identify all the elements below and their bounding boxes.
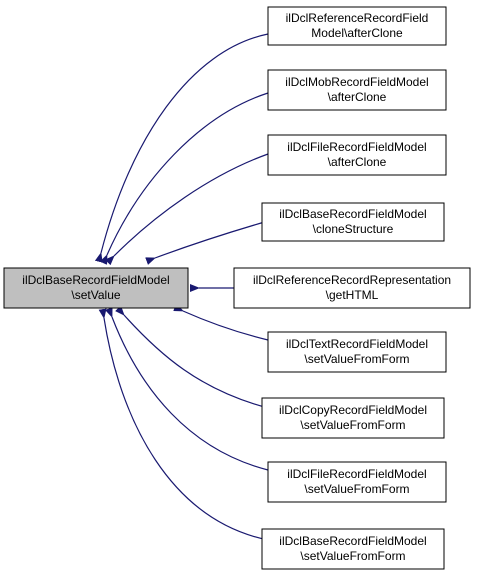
- root-node-setvalue[interactable]: ilDclBaseRecordFieldModel \setValue: [3, 267, 189, 309]
- edge-setvaluefromform-file: [105, 307, 269, 471]
- node-label-line2: \afterClone: [328, 155, 387, 169]
- node-file-afterclone[interactable]: ilDclFileRecordFieldModel \afterClone: [267, 134, 447, 176]
- edge-setvaluefromform-text: [173, 303, 269, 341]
- node-label-line2: \getHTML: [326, 288, 379, 302]
- edge-afterclone-file: [104, 153, 269, 266]
- node-label-line1: ilDclReferenceRecordRepresentation: [253, 273, 451, 287]
- edge-clonestructure: [145, 220, 269, 265]
- node-label-line1: ilDclFileRecordFieldModel: [287, 140, 426, 154]
- node-base-clonestructure[interactable]: ilDclBaseRecordFieldModel \cloneStructur…: [261, 202, 445, 242]
- node-label-line2: \afterClone: [328, 90, 387, 104]
- node-label-line1: ilDclBaseRecordFieldModel: [279, 534, 426, 548]
- node-label-line2: \cloneStructure: [313, 222, 394, 236]
- node-label-line1: ilDclBaseRecordFieldModel: [279, 207, 426, 221]
- node-mob-afterclone[interactable]: ilDclMobRecordFieldModel \afterClone: [267, 69, 447, 111]
- node-reference-afterclone[interactable]: ilDclReferenceRecordField Model\afterClo…: [267, 6, 447, 46]
- node-label-line1: ilDclMobRecordFieldModel: [285, 75, 428, 89]
- node-copy-setvaluefromform[interactable]: ilDclCopyRecordFieldModel \setValueFromF…: [261, 397, 445, 439]
- node-label-line2: Model\afterClone: [311, 26, 403, 40]
- edge-afterclone-reference: [94, 33, 269, 263]
- root-node-label-line1: ilDclBaseRecordFieldModel: [22, 273, 169, 287]
- node-label-line1: ilDclReferenceRecordField: [286, 11, 429, 25]
- node-label-line1: ilDclFileRecordFieldModel: [287, 467, 426, 481]
- node-label-line2: \setValueFromForm: [300, 549, 405, 563]
- node-label-line1: ilDclTextRecordFieldModel: [286, 337, 428, 351]
- node-label-line2: \setValueFromForm: [304, 352, 409, 366]
- root-node-label-line2: \setValue: [71, 288, 120, 302]
- node-file-setvaluefromform[interactable]: ilDclFileRecordFieldModel \setValueFromF…: [267, 461, 447, 503]
- edge-setvaluefromform-base: [98, 308, 269, 541]
- node-label-line2: \setValueFromForm: [300, 418, 405, 432]
- edge-setvaluefromform-copy: [115, 305, 269, 409]
- node-text-setvaluefromform[interactable]: ilDclTextRecordFieldModel \setValueFromF…: [267, 331, 447, 373]
- edge-afterclone-mob: [99, 92, 269, 265]
- node-base-setvaluefromform[interactable]: ilDclBaseRecordFieldModel \setValueFromF…: [261, 528, 445, 570]
- node-label-line1: ilDclCopyRecordFieldModel: [279, 403, 427, 417]
- node-label-line2: \setValueFromForm: [304, 482, 409, 496]
- node-reference-representation-gethtml[interactable]: ilDclReferenceRecordRepresentation \getH…: [233, 267, 471, 309]
